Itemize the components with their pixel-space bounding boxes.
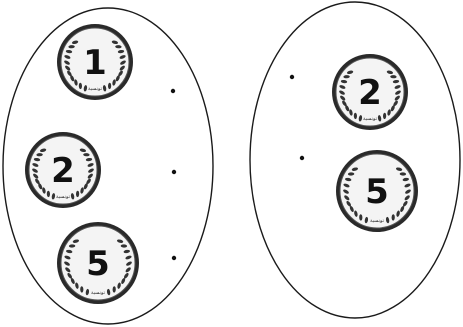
coin-left-2[interactable]: 2 تونسية: [25, 132, 101, 208]
coin-left-1[interactable]: 1 تونسية: [57, 24, 133, 100]
coin-value: 2: [51, 151, 75, 191]
coin-inscription: تونسية: [88, 86, 103, 92]
dot-right-1[interactable]: [290, 75, 294, 79]
coin-left-3[interactable]: 5 تونسية: [57, 222, 139, 304]
dot-right-2[interactable]: [300, 156, 304, 160]
coin-inscription: تونسية: [91, 290, 106, 296]
coin-value: 5: [365, 172, 389, 212]
coin-right-2[interactable]: 5 تونسية: [336, 150, 418, 232]
coin-right-1[interactable]: 2 تونسية: [332, 54, 408, 130]
coin-inscription: تونسية: [363, 116, 378, 122]
dot-left-2[interactable]: [172, 170, 176, 174]
coin-value: 1: [83, 43, 107, 83]
coin-value: 2: [358, 73, 382, 113]
dot-left-1[interactable]: [171, 89, 175, 93]
coin-inscription: تونسية: [56, 194, 71, 200]
dot-left-3[interactable]: [172, 256, 176, 260]
coin-value: 5: [86, 244, 110, 284]
coin-inscription: تونسية: [370, 218, 385, 224]
